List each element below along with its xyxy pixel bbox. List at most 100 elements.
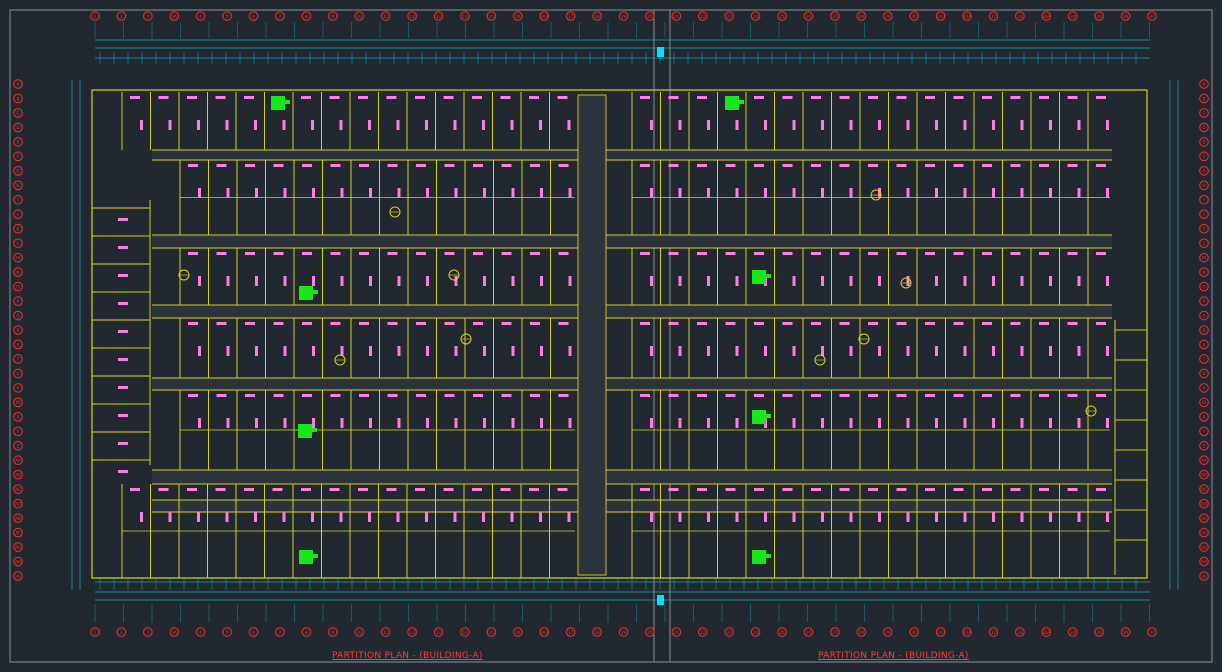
desk-module bbox=[935, 120, 938, 130]
desk-module bbox=[226, 188, 230, 198]
grid-bubble-circle bbox=[1094, 11, 1104, 21]
grid-bubble-label: 27 bbox=[832, 630, 838, 635]
grid-bubble-circle bbox=[645, 11, 655, 21]
desk-module bbox=[255, 276, 258, 286]
desk-module bbox=[118, 442, 128, 445]
desk-module bbox=[302, 164, 312, 167]
grid-bubble-circle bbox=[13, 166, 23, 176]
grid-bubble-circle bbox=[1199, 137, 1209, 147]
grid-bubble: 29 bbox=[882, 627, 893, 637]
grid-bubble-circle bbox=[13, 513, 23, 523]
desk-module bbox=[1010, 164, 1021, 167]
desk-module bbox=[1106, 346, 1109, 356]
desk-module bbox=[821, 188, 824, 198]
grid-bubble: 17 bbox=[565, 627, 576, 637]
grid-bubble-circle bbox=[13, 542, 23, 552]
grid-bubble-circle bbox=[1041, 627, 1052, 637]
grid-bubble-label: 8 bbox=[305, 14, 308, 19]
grid-bubble-label: X bbox=[17, 415, 20, 420]
desk-module bbox=[225, 512, 229, 522]
desk-module bbox=[1010, 488, 1021, 491]
grid-bubble-circle bbox=[1199, 296, 1209, 306]
grid-bubble: B bbox=[13, 93, 23, 104]
desk-module bbox=[197, 120, 200, 130]
grid-bubble-circle bbox=[1094, 627, 1104, 637]
desk-module bbox=[302, 394, 312, 397]
grid-bubble-label: 10 bbox=[357, 14, 363, 19]
desk-module bbox=[255, 346, 258, 356]
equipment-block bbox=[299, 550, 313, 564]
grid-bubble: 3A bbox=[169, 11, 180, 21]
desk-module bbox=[330, 252, 341, 255]
desk-module bbox=[312, 346, 315, 356]
desk-module bbox=[339, 120, 343, 130]
grid-bubble-label: X bbox=[1203, 415, 1206, 420]
grid-bubble-circle bbox=[618, 11, 629, 21]
grid-bubble: M bbox=[13, 252, 23, 263]
desk-module bbox=[158, 96, 169, 99]
desk-module bbox=[982, 322, 992, 325]
desk-module bbox=[245, 322, 255, 325]
desk-module bbox=[678, 512, 682, 522]
grid-bubble: AC bbox=[1199, 484, 1209, 494]
grid-bubble-circle bbox=[13, 267, 23, 277]
grid-bubble-circle bbox=[1199, 469, 1209, 480]
grid-bubble-circle bbox=[13, 455, 23, 466]
grid-bubble-label: AA bbox=[1201, 458, 1207, 463]
desk-module bbox=[312, 188, 315, 198]
desk-module bbox=[255, 188, 258, 198]
grid-bubble-circle bbox=[777, 627, 787, 637]
desk-module bbox=[725, 164, 736, 167]
grid-bubble: AI bbox=[1199, 571, 1209, 581]
grid-bubble: Z bbox=[1199, 440, 1209, 451]
grid-bubble: 23 bbox=[724, 627, 735, 637]
grid-bubble-circle bbox=[1199, 223, 1209, 234]
grid-bubble-label: 19 bbox=[621, 630, 627, 635]
desk-module bbox=[640, 322, 650, 325]
grid-bubble-circle bbox=[539, 627, 550, 637]
desk-module bbox=[1106, 276, 1109, 286]
grid-bubble-label: 21 bbox=[674, 630, 680, 635]
desk-module bbox=[1096, 252, 1106, 255]
grid-bubble-circle bbox=[909, 11, 919, 21]
grid-bubble: N bbox=[1199, 267, 1209, 277]
desk-module bbox=[329, 96, 340, 99]
grid-bubble: 16 bbox=[513, 11, 523, 21]
grid-bubble: T bbox=[1199, 354, 1209, 364]
desk-module bbox=[1020, 120, 1024, 130]
desk-module bbox=[510, 120, 514, 130]
desk-module bbox=[245, 252, 255, 255]
grid-bubble-label: 23 bbox=[727, 630, 733, 635]
grid-bubble-label: 10 bbox=[357, 630, 363, 635]
plan-title-right: PARTITION PLAN - (BUILDING-A) bbox=[818, 651, 969, 661]
grid-bubble-label: Q bbox=[1202, 313, 1206, 318]
grid-bubble-circle bbox=[618, 627, 629, 637]
desk-module bbox=[839, 394, 850, 397]
grid-bubble-label: 31A bbox=[963, 14, 971, 19]
desk-module bbox=[735, 346, 739, 356]
grid-bubble-circle bbox=[830, 11, 840, 21]
grid-bubble-label: AI bbox=[16, 574, 20, 579]
grid-bubble: S bbox=[13, 339, 23, 350]
desk-module bbox=[359, 164, 369, 167]
plan-title-left: PARTITION PLAN - (BUILDING-A) bbox=[332, 651, 483, 661]
desk-module bbox=[130, 488, 140, 491]
grid-bubble: 30 bbox=[909, 11, 919, 21]
grid-bubble-circle bbox=[301, 11, 312, 21]
desk-module bbox=[1096, 96, 1106, 99]
desk-module bbox=[397, 346, 401, 356]
desk-module bbox=[906, 276, 910, 286]
grid-bubble-label: S bbox=[1203, 342, 1206, 347]
equipment-block bbox=[313, 290, 318, 294]
grid-bubble: AA bbox=[13, 455, 23, 466]
grid-bubble-circle bbox=[1199, 151, 1209, 162]
grid-bubble-label: 33 bbox=[1017, 14, 1023, 19]
grid-bubble-circle bbox=[1199, 556, 1209, 567]
desk-module bbox=[539, 512, 542, 522]
grid-bubble: L bbox=[1199, 238, 1209, 248]
grid-bubble: H bbox=[13, 180, 23, 191]
grid-bubble: AE bbox=[13, 513, 23, 523]
outer-border bbox=[9, 9, 1213, 663]
grid-bubble-label: 1 bbox=[94, 14, 97, 19]
grid-bubble-label: AB bbox=[15, 473, 21, 478]
